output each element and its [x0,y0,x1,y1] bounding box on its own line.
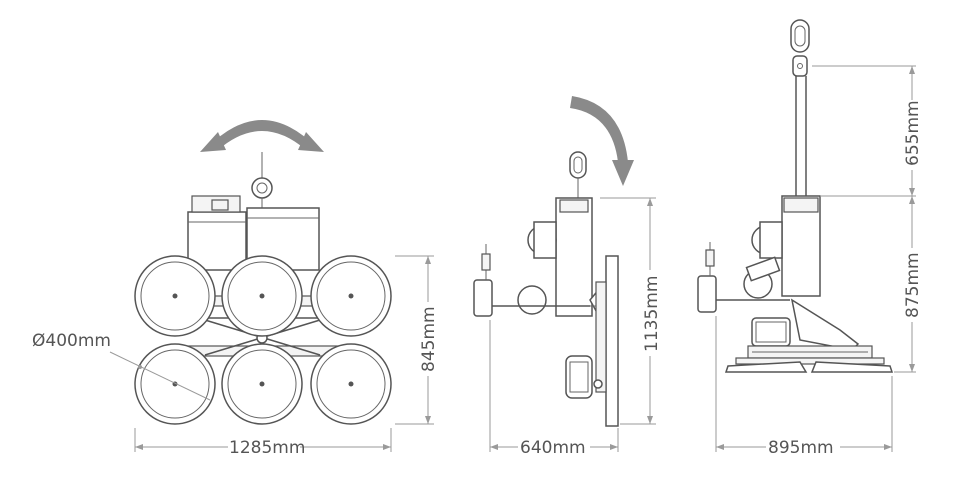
rotated-upper-height-dimension: 655mm [812,65,923,196]
tilt-arrow-icon [570,96,634,186]
side-width-label: 640mm [520,438,586,458]
suction-pad [221,255,303,337]
rotated-width-dimension: 895mm [715,316,893,458]
front-width-dimension: 1285mm [134,428,392,458]
suction-pad [310,255,392,337]
rotated-arm [795,76,807,196]
suction-pad [221,343,303,425]
suction-pad [134,255,216,337]
side-body [473,197,605,321]
suction-pad [310,343,392,425]
rotated-body [697,195,821,313]
rotate-arrow-icon [200,120,324,152]
rotated-lower-frame [724,298,894,373]
diameter-leader: Ø400mm [32,331,211,401]
side-suction-plate [565,255,619,427]
side-height-dimension: 1135mm [600,197,662,425]
front-height-dimension: 845mm [395,255,439,425]
side-view: 1135mm 640mm [473,96,662,458]
diameter-label: Ø400mm [32,331,111,351]
rotated-lifting-eye [790,19,810,77]
rotated-lower-height-dimension: 875mm [820,195,923,373]
rotated-view: 655mm 875mm 895mm [697,19,923,458]
suction-pads [134,255,392,425]
front-height-label: 845mm [419,306,439,372]
front-width-label: 1285mm [229,438,305,458]
suction-pad [134,343,216,425]
side-lifting-eye [569,151,587,198]
side-height-label: 1135mm [642,276,662,352]
rotated-upper-height-label: 655mm [903,100,923,166]
rotated-width-label: 895mm [768,438,834,458]
rotated-lower-height-label: 875mm [903,252,923,318]
front-view: Ø400mm 1285mm 845mm [32,120,439,458]
lifting-eye [251,152,273,210]
side-width-dimension: 640mm [489,320,619,458]
